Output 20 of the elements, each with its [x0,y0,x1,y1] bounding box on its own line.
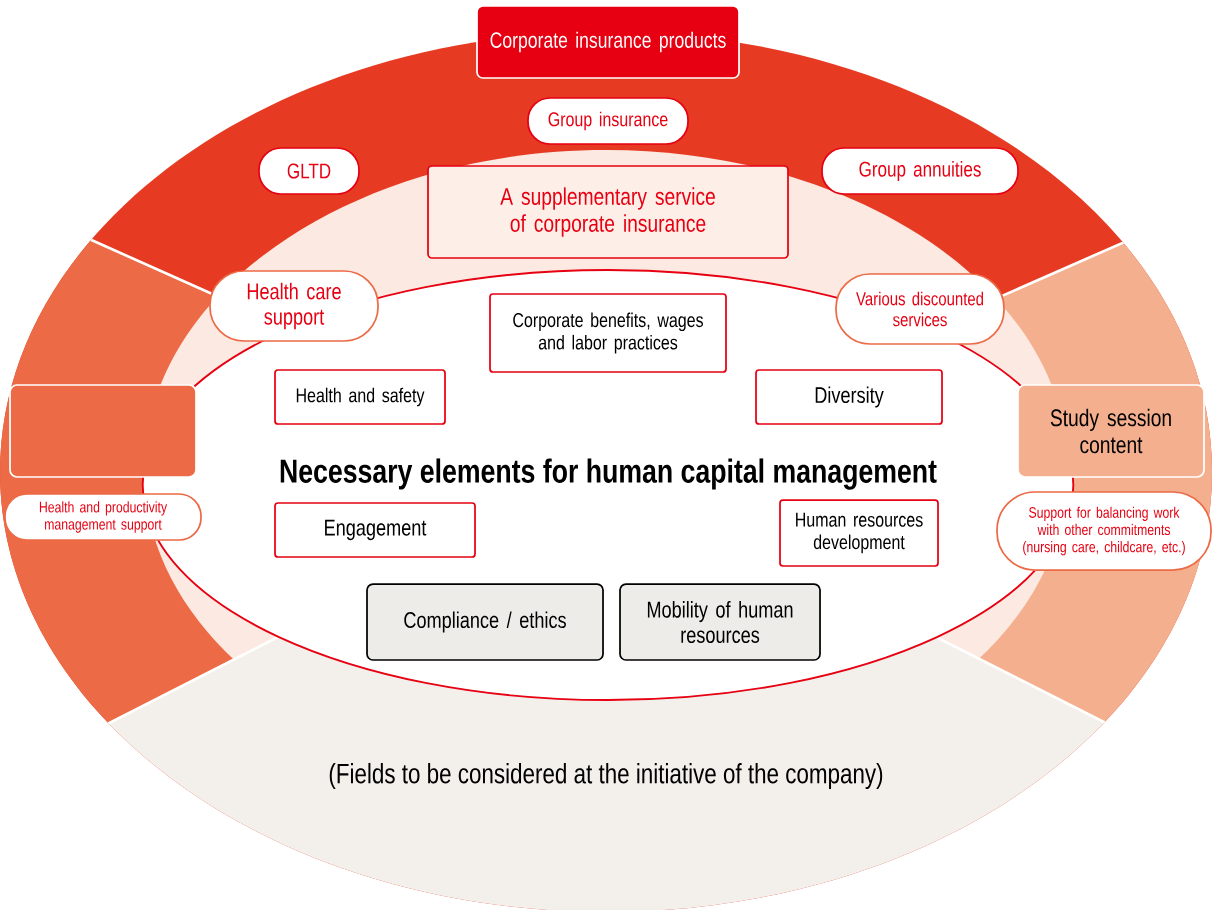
service-pill: GLTD [258,147,360,195]
element-box: Diversity [755,369,943,425]
element-box: Engagement [274,502,476,558]
category-box: Study session content [1017,384,1205,478]
service-pill: Health and productivity management support [4,493,202,541]
element-box: Health and safety [274,369,446,425]
node-label: Support for balancing work with other commitments (nursing care, childcare, etc.) [1023,506,1185,556]
service-box: A supplementary service of corporate insurance [427,165,789,259]
note-text: (Fields to be considered at the initiative of the company) [329,762,883,790]
element-box: Compliance / ethics [366,583,604,661]
service-pill: Various discounted services [835,273,1005,345]
element-box: Human resources development [779,499,939,567]
heading-box: Corporate insurance products [476,5,740,79]
service-pill: Group insurance [527,97,689,145]
service-pill: Support for balancing work with other commitments (nursing care, childcare, etc.) [996,491,1212,571]
service-pill: Health care support [209,270,379,342]
service-pill: Group annuities [821,147,1019,195]
element-box: Mobility of human resources [619,583,821,661]
category-box [9,384,197,478]
element-box: Corporate benefits, wages and labor practices [489,293,727,373]
